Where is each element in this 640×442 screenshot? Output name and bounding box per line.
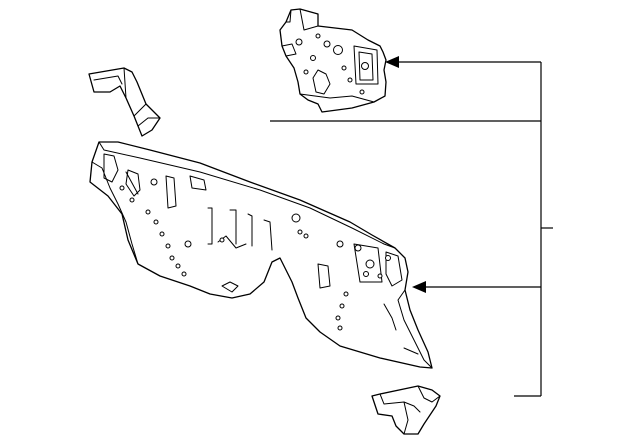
- lower-right-bracket: [371, 385, 441, 435]
- arrowhead-top-part: [385, 56, 399, 68]
- upper-dash-panel-reinforcement: [279, 8, 387, 113]
- dash-panel: [89, 141, 433, 369]
- callout-bracket-line: [270, 56, 553, 397]
- left-corner-bracket: [88, 67, 161, 137]
- arrowhead-dash-panel: [412, 281, 426, 293]
